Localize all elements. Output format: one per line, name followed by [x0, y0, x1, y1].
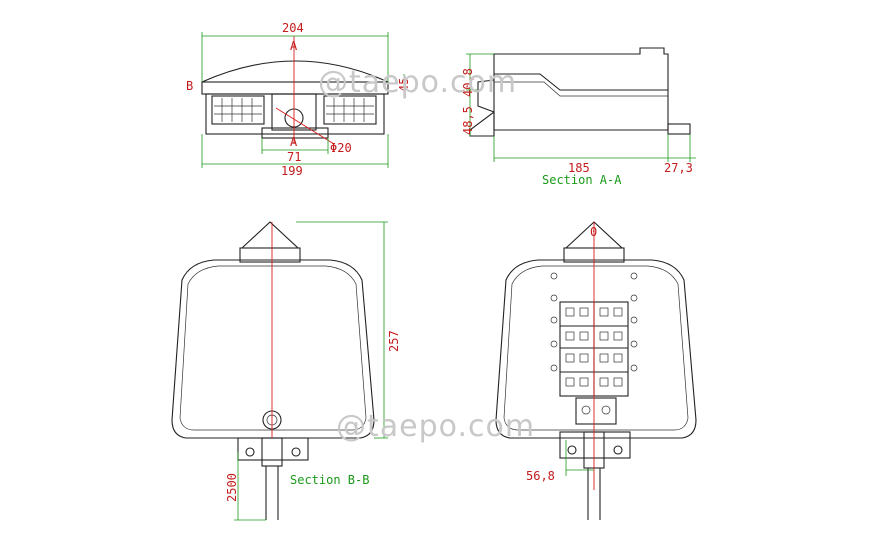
dim-text-cable-offset: 56,8	[526, 469, 555, 483]
section-b-hanger	[240, 221, 300, 249]
watermark-bottom: @taepo.com	[336, 409, 535, 444]
open-view-mount-hole-right	[613, 445, 623, 455]
top-view: 204 71 199 Φ20 A A B 45	[186, 21, 411, 178]
top-view-diameter-leader	[275, 107, 335, 145]
section-b-hanger-base	[239, 247, 301, 263]
section-b-mount-hole-left	[245, 447, 255, 457]
section-b-view: 257 2500 Section B-B	[171, 221, 401, 521]
open-view-connector-left	[581, 405, 591, 415]
dim-text-depth: 185	[568, 161, 590, 175]
section-a-lid-step	[494, 73, 668, 91]
dim-text-bracket-depth: 27,3	[664, 161, 693, 175]
dim-text-bottom-width: 199	[281, 164, 303, 178]
top-view-module-left	[211, 95, 265, 125]
dim-text-side-height: 45	[397, 78, 411, 92]
watermark-top: @taepo.com	[318, 65, 517, 100]
open-view-lower-connector	[575, 397, 617, 425]
open-view: 56,8 0	[495, 221, 697, 520]
top-view-module-right	[323, 95, 377, 125]
top-view-lid-outline	[201, 60, 389, 83]
open-view-connector-right	[601, 405, 611, 415]
section-a-outline	[493, 47, 669, 131]
section-a-view: 185 27,3 40,8 48,5 Section A-A	[461, 47, 696, 187]
dim-text-height: 257	[387, 330, 401, 352]
section-a-left-latch	[477, 79, 495, 113]
section-a-rear-bracket	[667, 123, 691, 135]
section-mark-a-top: A	[290, 39, 298, 53]
open-view-terminal-details	[550, 272, 638, 387]
dim-text-bracket-width: 71	[287, 150, 301, 164]
section-b-cable-gland	[261, 437, 283, 467]
open-view-body-outline	[495, 259, 697, 439]
open-view-inner-outline	[503, 265, 689, 431]
section-mark-a-bottom: A	[290, 135, 298, 149]
section-b-body-outline	[171, 259, 375, 439]
dim-text-lower-height: 48,5	[461, 106, 475, 135]
section-b-mount-hole-right	[291, 447, 301, 457]
dim-text-hole-diameter: Φ20	[330, 141, 352, 155]
section-mark-b: B	[186, 79, 193, 93]
section-a-label: Section A-A	[542, 173, 622, 187]
dim-text-cable-length: 2500	[225, 473, 239, 502]
dim-text-upper-height: 40,8	[461, 68, 475, 97]
section-a-inner-step	[494, 81, 668, 97]
top-view-terminal-grid-left	[214, 98, 262, 122]
open-view-center-mark: 0	[590, 225, 597, 239]
top-view-terminal-grid-right	[326, 98, 374, 122]
open-view-mount-hole-left	[567, 445, 577, 455]
section-b-base-bracket	[237, 437, 309, 461]
top-view-bracket	[261, 127, 329, 139]
dim-text-overall-width: 204	[282, 21, 304, 35]
section-b-inner-outline	[179, 265, 367, 431]
section-b-label: Section B-B	[290, 473, 369, 487]
